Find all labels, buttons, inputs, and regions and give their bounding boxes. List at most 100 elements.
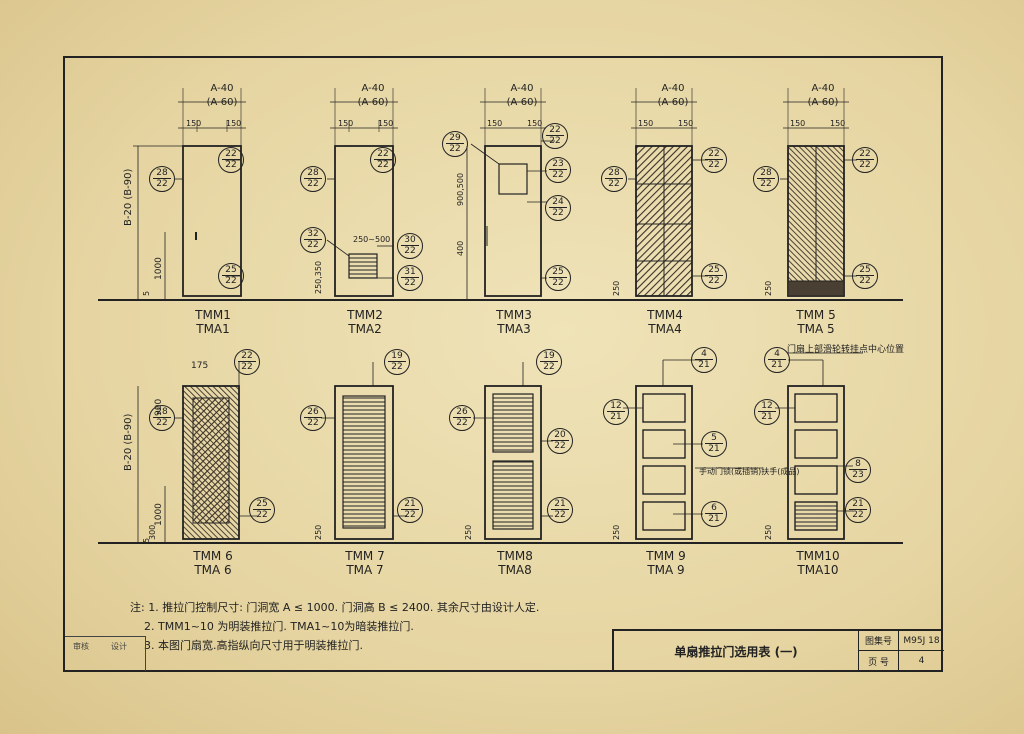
note-line-3: 3. 本图门扇宽.高指纵向尺寸用于明装推拉门. bbox=[144, 639, 363, 652]
callout-number: 12 bbox=[758, 401, 776, 412]
door-tmm6 bbox=[137, 385, 240, 543]
dim-250-tmm7: 250 bbox=[314, 525, 323, 540]
sheet-title: 单扇推拉门选用表 (一) bbox=[614, 631, 859, 671]
callout-number: 4 bbox=[695, 349, 713, 360]
callout-sheet: 22 bbox=[859, 276, 871, 286]
callout-number: 21 bbox=[401, 499, 419, 510]
code-tma: TMA8 bbox=[498, 563, 532, 577]
callout-sheet: 22 bbox=[552, 278, 564, 288]
dim-250-tmm5: 250 bbox=[764, 281, 773, 296]
callout-number: 21 bbox=[849, 499, 867, 510]
side-150-1l: 150 bbox=[186, 119, 202, 128]
door-code-2: TMM2 TMA2 bbox=[341, 308, 389, 336]
callout-sheet: 22 bbox=[760, 179, 772, 189]
callout-sheet: 21 bbox=[698, 360, 710, 370]
side-150-3r: 150 bbox=[527, 119, 543, 128]
callout-sheet: 22 bbox=[156, 418, 168, 428]
callout-sheet: 21 bbox=[708, 444, 720, 454]
callout-number: 25 bbox=[222, 265, 240, 276]
callout-sheet: 22 bbox=[241, 362, 253, 372]
width-label-2: A-40 (A-60) bbox=[343, 82, 403, 110]
sign-right: 设计 bbox=[111, 642, 127, 651]
callout-number: 22 bbox=[238, 351, 256, 362]
dim-900-500: 900,500 bbox=[456, 173, 465, 206]
dim-5-row2: 5 bbox=[142, 538, 151, 543]
width-label-5: A-40 (A-60) bbox=[793, 82, 853, 110]
callout-number: 6 bbox=[705, 503, 723, 514]
code-tma: TMA 9 bbox=[647, 563, 685, 577]
dim-250-tmm8: 250 bbox=[464, 525, 473, 540]
code-tma: TMA2 bbox=[348, 322, 382, 336]
callout-sheet: 22 bbox=[608, 179, 620, 189]
atlas-label: 图集号 bbox=[859, 631, 899, 651]
callout-sheet: 22 bbox=[307, 418, 319, 428]
dim-5-row1: 5 bbox=[142, 291, 151, 296]
callout-sheet: 21 bbox=[761, 412, 773, 422]
code-tma: TMA4 bbox=[648, 322, 682, 336]
callout-number: 12 bbox=[607, 401, 625, 412]
dim-height-row1: B-20 (B-90) bbox=[123, 169, 134, 226]
side-150-5r: 150 bbox=[830, 119, 846, 128]
callout-number: 24 bbox=[549, 197, 567, 208]
callout-sheet: 22 bbox=[307, 179, 319, 189]
callout-number: 26 bbox=[453, 407, 471, 418]
width-paren: (A-60) bbox=[357, 97, 389, 108]
side-150-5l: 150 bbox=[790, 119, 806, 128]
callout-sheet: 21 bbox=[708, 514, 720, 524]
width-top: A-40 bbox=[510, 83, 534, 94]
callout-sheet: 22 bbox=[549, 136, 561, 146]
side-150-1r: 150 bbox=[226, 119, 242, 128]
callout-number: 28 bbox=[153, 407, 171, 418]
width-label-4: A-40 (A-60) bbox=[643, 82, 703, 110]
callout-sheet: 22 bbox=[307, 240, 319, 250]
code-tmm: TMM3 bbox=[496, 308, 532, 322]
callout-number: 21 bbox=[551, 499, 569, 510]
callout-sheet: 22 bbox=[554, 441, 566, 451]
callout-sheet: 22 bbox=[852, 510, 864, 520]
door-code-9: TMM 9 TMA 9 bbox=[640, 549, 692, 577]
callout-number: 4 bbox=[768, 349, 786, 360]
dim-175: 175 bbox=[191, 361, 208, 371]
door-tmm1 bbox=[133, 88, 246, 300]
code-tma: TMA 5 bbox=[797, 322, 835, 336]
code-tma: TMA 6 bbox=[194, 563, 232, 577]
callout-number: 22 bbox=[374, 149, 392, 160]
width-top: A-40 bbox=[210, 83, 234, 94]
dim-1000-row2: 1000 bbox=[154, 503, 164, 526]
dim-400: 400 bbox=[456, 241, 465, 256]
dim-250-tmm9: 250 bbox=[612, 525, 621, 540]
callout-number: 28 bbox=[304, 168, 322, 179]
side-150-2l: 150 bbox=[338, 119, 354, 128]
callout-number: 20 bbox=[551, 430, 569, 441]
callout-sheet: 22 bbox=[859, 160, 871, 170]
code-tma: TMA1 bbox=[196, 322, 230, 336]
door-code-8: TMM8 TMA8 bbox=[489, 549, 541, 577]
door-tmm9 bbox=[635, 385, 693, 540]
dim-250-tmm10: 250 bbox=[764, 525, 773, 540]
callout-sheet: 22 bbox=[456, 418, 468, 428]
note-line-1: 注: 1. 推拉门控制尺寸: 门洞宽 A ≤ 1000. 门洞高 B ≤ 240… bbox=[130, 601, 540, 614]
width-paren: (A-60) bbox=[506, 97, 538, 108]
code-tma: TMA 7 bbox=[346, 563, 384, 577]
code-tma: TMA3 bbox=[497, 322, 531, 336]
callout-sheet: 22 bbox=[391, 362, 403, 372]
callout-sheet: 22 bbox=[256, 510, 268, 520]
width-top: A-40 bbox=[811, 83, 835, 94]
